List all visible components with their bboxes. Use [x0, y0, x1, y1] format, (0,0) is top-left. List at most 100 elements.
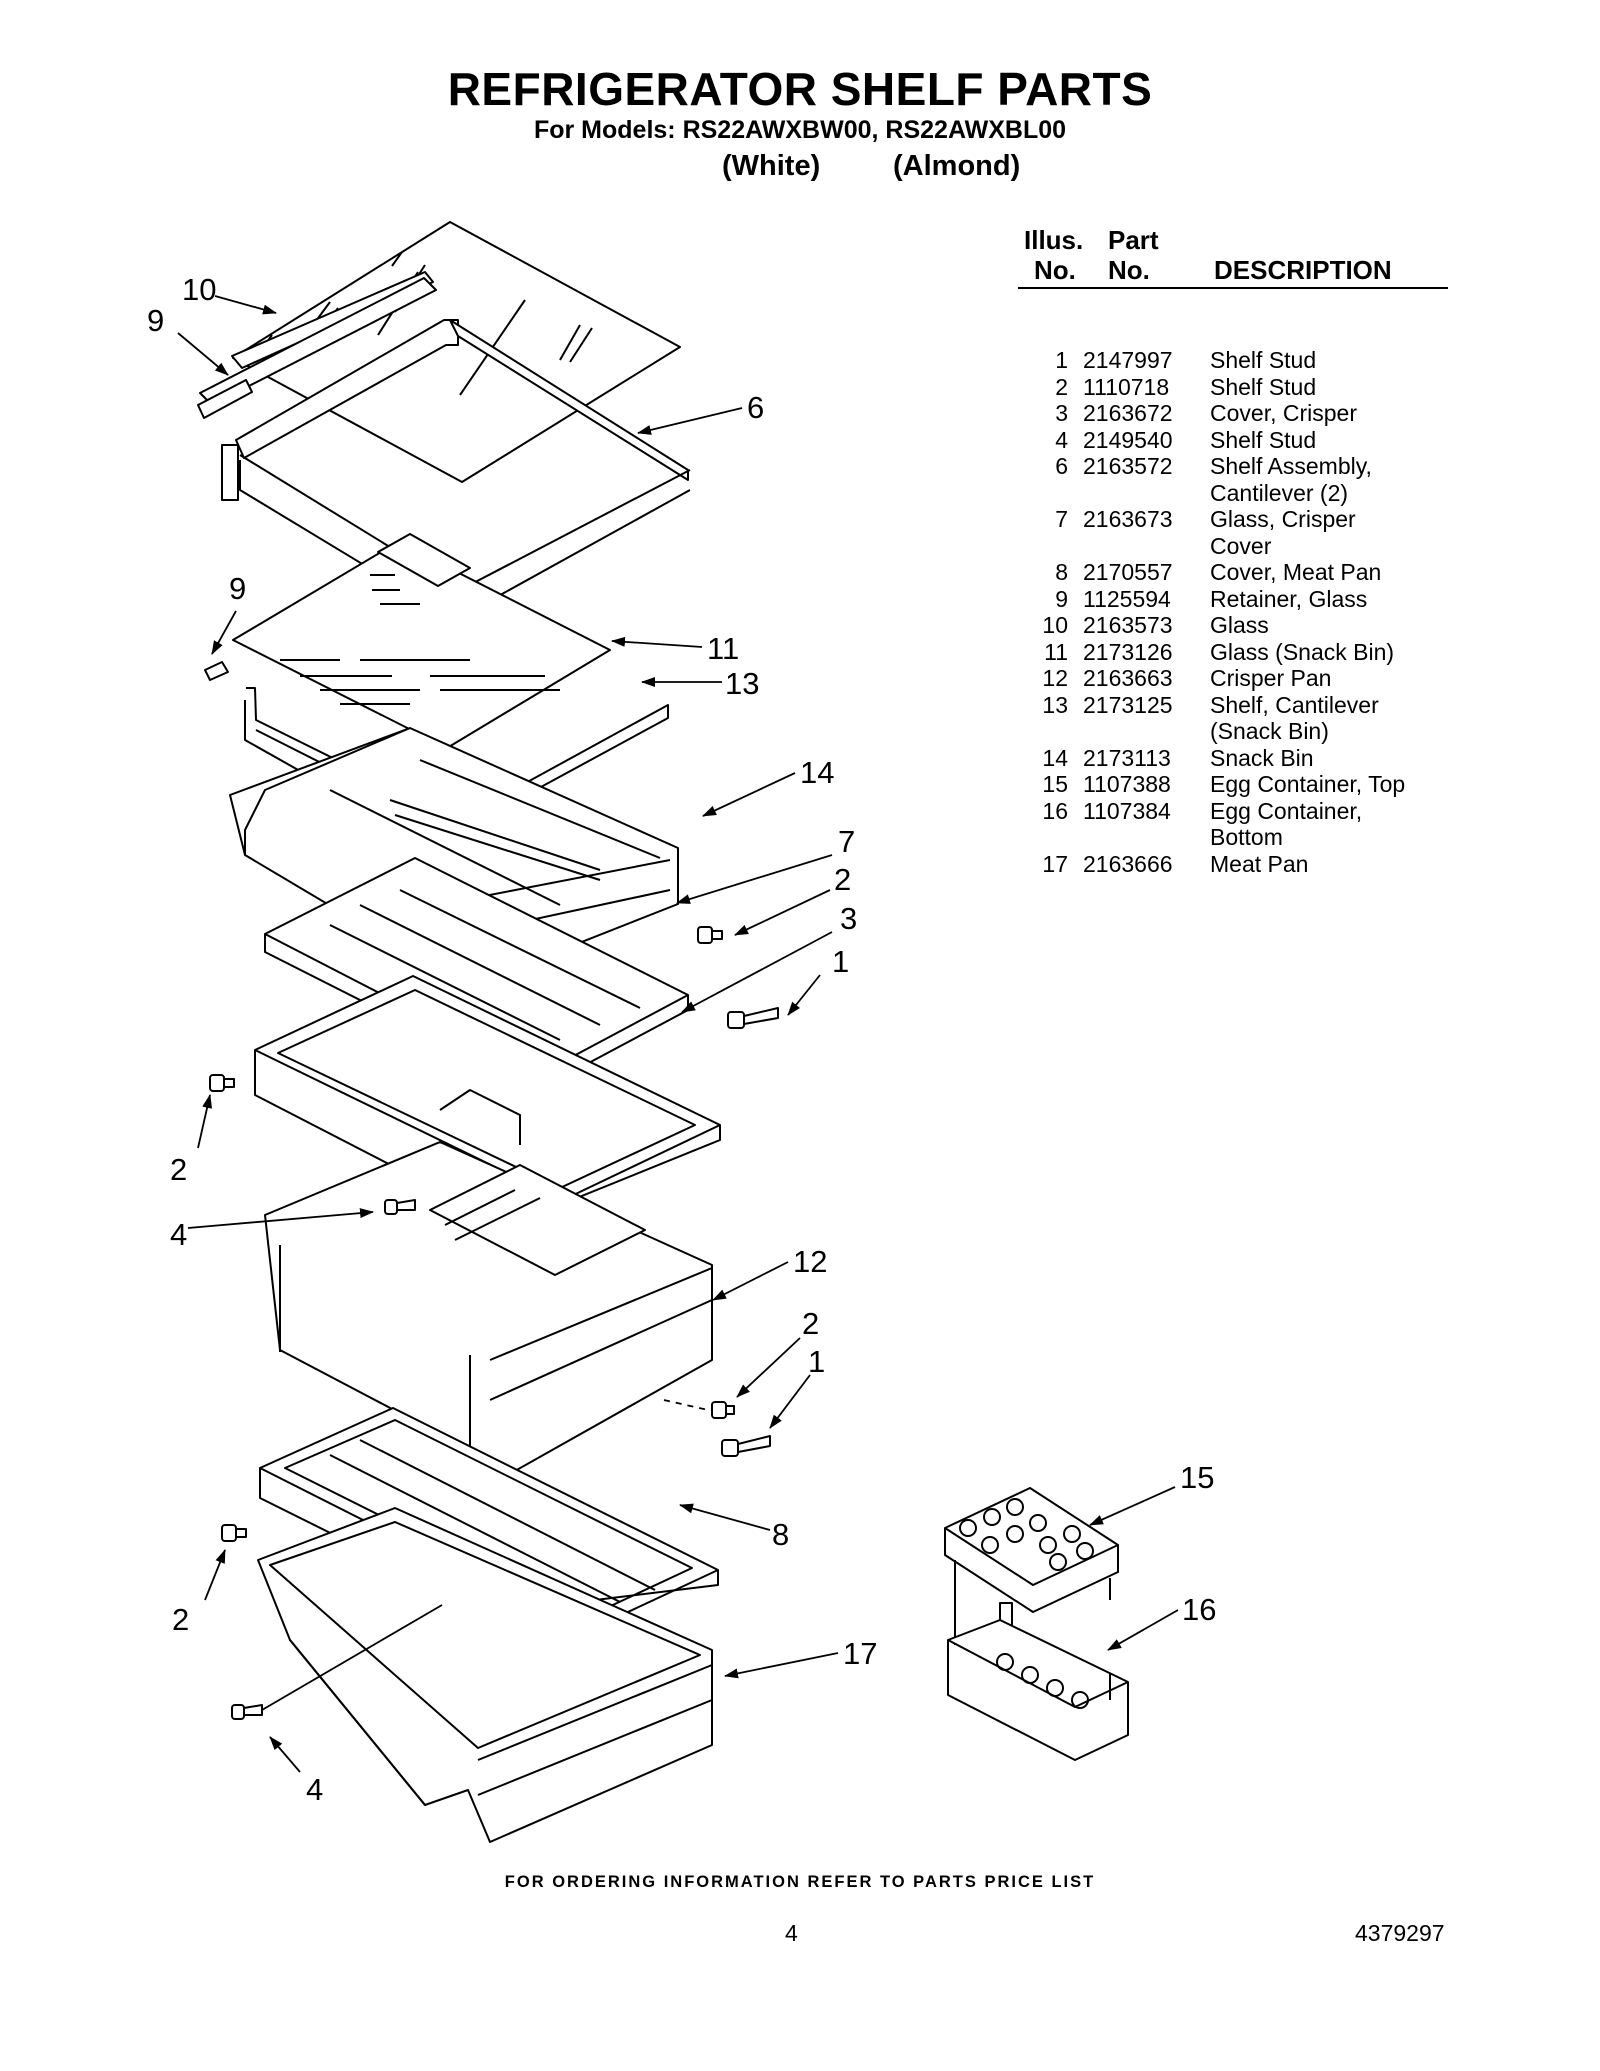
stud-2-left-upper: [209, 1074, 235, 1092]
callout-1-lower: 1: [808, 1344, 825, 1379]
description-cell: Cover, Crisper: [1210, 400, 1357, 426]
description-cell: Shelf Stud: [1210, 347, 1317, 373]
illus-no-cell: 6: [1055, 453, 1068, 479]
stud-2-right-upper: [697, 926, 723, 944]
illus-no-cell: 4: [1055, 426, 1068, 453]
part-no-cell: 1107388: [1083, 771, 1171, 797]
callout-17: 17: [843, 1636, 877, 1671]
parts-row: 11 2173126 Glass (Snack Bin): [1018, 639, 1448, 666]
part-no-cell: 2149540: [1083, 426, 1173, 453]
description-cell: Retainer, Glass: [1210, 585, 1368, 612]
illus-no-cell: 13: [1042, 691, 1068, 718]
header-illus: Illus.: [1024, 225, 1084, 255]
callout-12: 12: [793, 1244, 827, 1279]
stud-4-left-lower: [231, 1704, 263, 1720]
callout-labels: 10 9 6 9 11 13 14 7 2 3 1 2 4 12 2 1 8 2…: [147, 272, 1216, 1807]
parts-row: 6 2163572 Shelf Assembly, Cantilever (2): [1018, 453, 1448, 506]
page-title: REFRIGERATOR SHELF PARTS: [447, 63, 1153, 115]
snack-bin-glass: [232, 533, 611, 749]
illus-no-cell: 9: [1055, 585, 1068, 612]
models-line: For Models: RS22AWXBW00, RS22AWXBL00: [533, 116, 1067, 144]
description-cell: Cover, Meat Pan: [1210, 559, 1382, 585]
ordering-info: FOR ORDERING INFORMATION REFER TO PARTS …: [504, 1873, 1096, 1891]
callout-4-lower: 4: [306, 1772, 323, 1807]
glass-retainer-9b: [204, 661, 229, 681]
callout-15: 15: [1180, 1460, 1214, 1495]
parts-row: 9 1125594 Retainer, Glass: [1018, 586, 1448, 613]
stud-2-right-lower: [711, 1401, 735, 1419]
part-no-cell: 2163663: [1083, 665, 1173, 691]
stud-2-left-lower: [221, 1524, 247, 1542]
description-cell: Crisper Pan: [1210, 665, 1332, 691]
document-number: 4379297: [1355, 1920, 1445, 1946]
header-illus-no: No.: [1034, 255, 1076, 285]
illus-no-cell: 2: [1055, 373, 1068, 400]
description-cell: Glass, Crisper Cover: [1210, 506, 1356, 559]
leader-lines: [177, 295, 1179, 1773]
illus-no-cell: 3: [1055, 400, 1068, 426]
shelf-stud-group: [209, 926, 779, 1720]
egg-container-top: [944, 1487, 1119, 1645]
description-cell: Shelf Stud: [1210, 426, 1317, 453]
part-no-cell: 1110718: [1083, 373, 1170, 400]
description-cell: Glass (Snack Bin): [1210, 638, 1395, 665]
part-no-cell: 1125594: [1083, 585, 1171, 612]
header-description: DESCRIPTION: [1214, 255, 1392, 285]
parts-row: 8 2170557 Cover, Meat Pan: [1018, 559, 1448, 586]
illus-no-cell: 14: [1042, 744, 1068, 771]
callout-13: 13: [725, 666, 759, 701]
callout-1-upper: 1: [832, 944, 849, 979]
callout-2-left-lower: 2: [172, 1602, 189, 1637]
parts-row: 4 2149540 Shelf Stud: [1018, 427, 1448, 454]
callout-11: 11: [707, 631, 739, 666]
callout-8: 8: [772, 1517, 789, 1552]
callout-2-right-lower: 2: [802, 1306, 819, 1341]
part-no-cell: 2173126: [1083, 638, 1173, 665]
part-no-cell: 1107384: [1083, 797, 1171, 824]
illus-no-cell: 10: [1042, 612, 1068, 638]
description-cell: Glass: [1210, 612, 1269, 638]
callout-2-left-upper: 2: [170, 1152, 187, 1187]
part-no-cell: 2163573: [1083, 612, 1173, 638]
part-no-cell: 2170557: [1083, 559, 1173, 585]
part-no-cell: 2173113: [1083, 744, 1171, 771]
variant-white: (White): [722, 150, 821, 182]
callout-9-middle: 9: [229, 571, 246, 606]
stud-4-left-upper: [384, 1199, 416, 1215]
part-no-cell: 2147997: [1083, 347, 1173, 373]
parts-row: 15 1107388 Egg Container, Top: [1018, 771, 1448, 798]
description-cell: Egg Container, Bottom: [1210, 797, 1363, 851]
parts-row: 3 2163672 Cover, Crisper: [1018, 400, 1448, 427]
illus-no-cell: 17: [1042, 850, 1068, 877]
callout-14: 14: [800, 755, 834, 790]
meat-pan: [257, 1507, 713, 1843]
parts-row: 10 2163573 Glass: [1018, 612, 1448, 639]
parts-row: 16 1107384 Egg Container, Bottom: [1018, 798, 1448, 851]
description-cell: Shelf Assembly, Cantilever (2): [1210, 453, 1372, 506]
variant-almond: (Almond): [893, 150, 1021, 182]
illus-no-cell: 16: [1042, 797, 1068, 824]
callout-16: 16: [1182, 1592, 1216, 1627]
part-no-cell: 2173125: [1083, 691, 1173, 718]
page-number: 4: [785, 1920, 798, 1946]
part-no-cell: 2163672: [1083, 400, 1173, 426]
illus-no-cell: 11: [1044, 638, 1068, 665]
illus-no-cell: 8: [1055, 559, 1068, 585]
callout-10: 10: [182, 272, 216, 307]
callout-2-right-upper: 2: [834, 862, 851, 897]
header-part-no: No.: [1108, 255, 1150, 285]
glass-retainer-9a: [197, 379, 253, 419]
description-cell: Egg Container, Top: [1210, 771, 1406, 797]
callout-4-upper: 4: [170, 1217, 187, 1252]
snack-bin: [229, 727, 679, 989]
part-no-cell: 2163673: [1083, 506, 1173, 532]
illus-no-cell: 15: [1042, 771, 1068, 797]
part-no-cell: 2163572: [1083, 453, 1173, 479]
